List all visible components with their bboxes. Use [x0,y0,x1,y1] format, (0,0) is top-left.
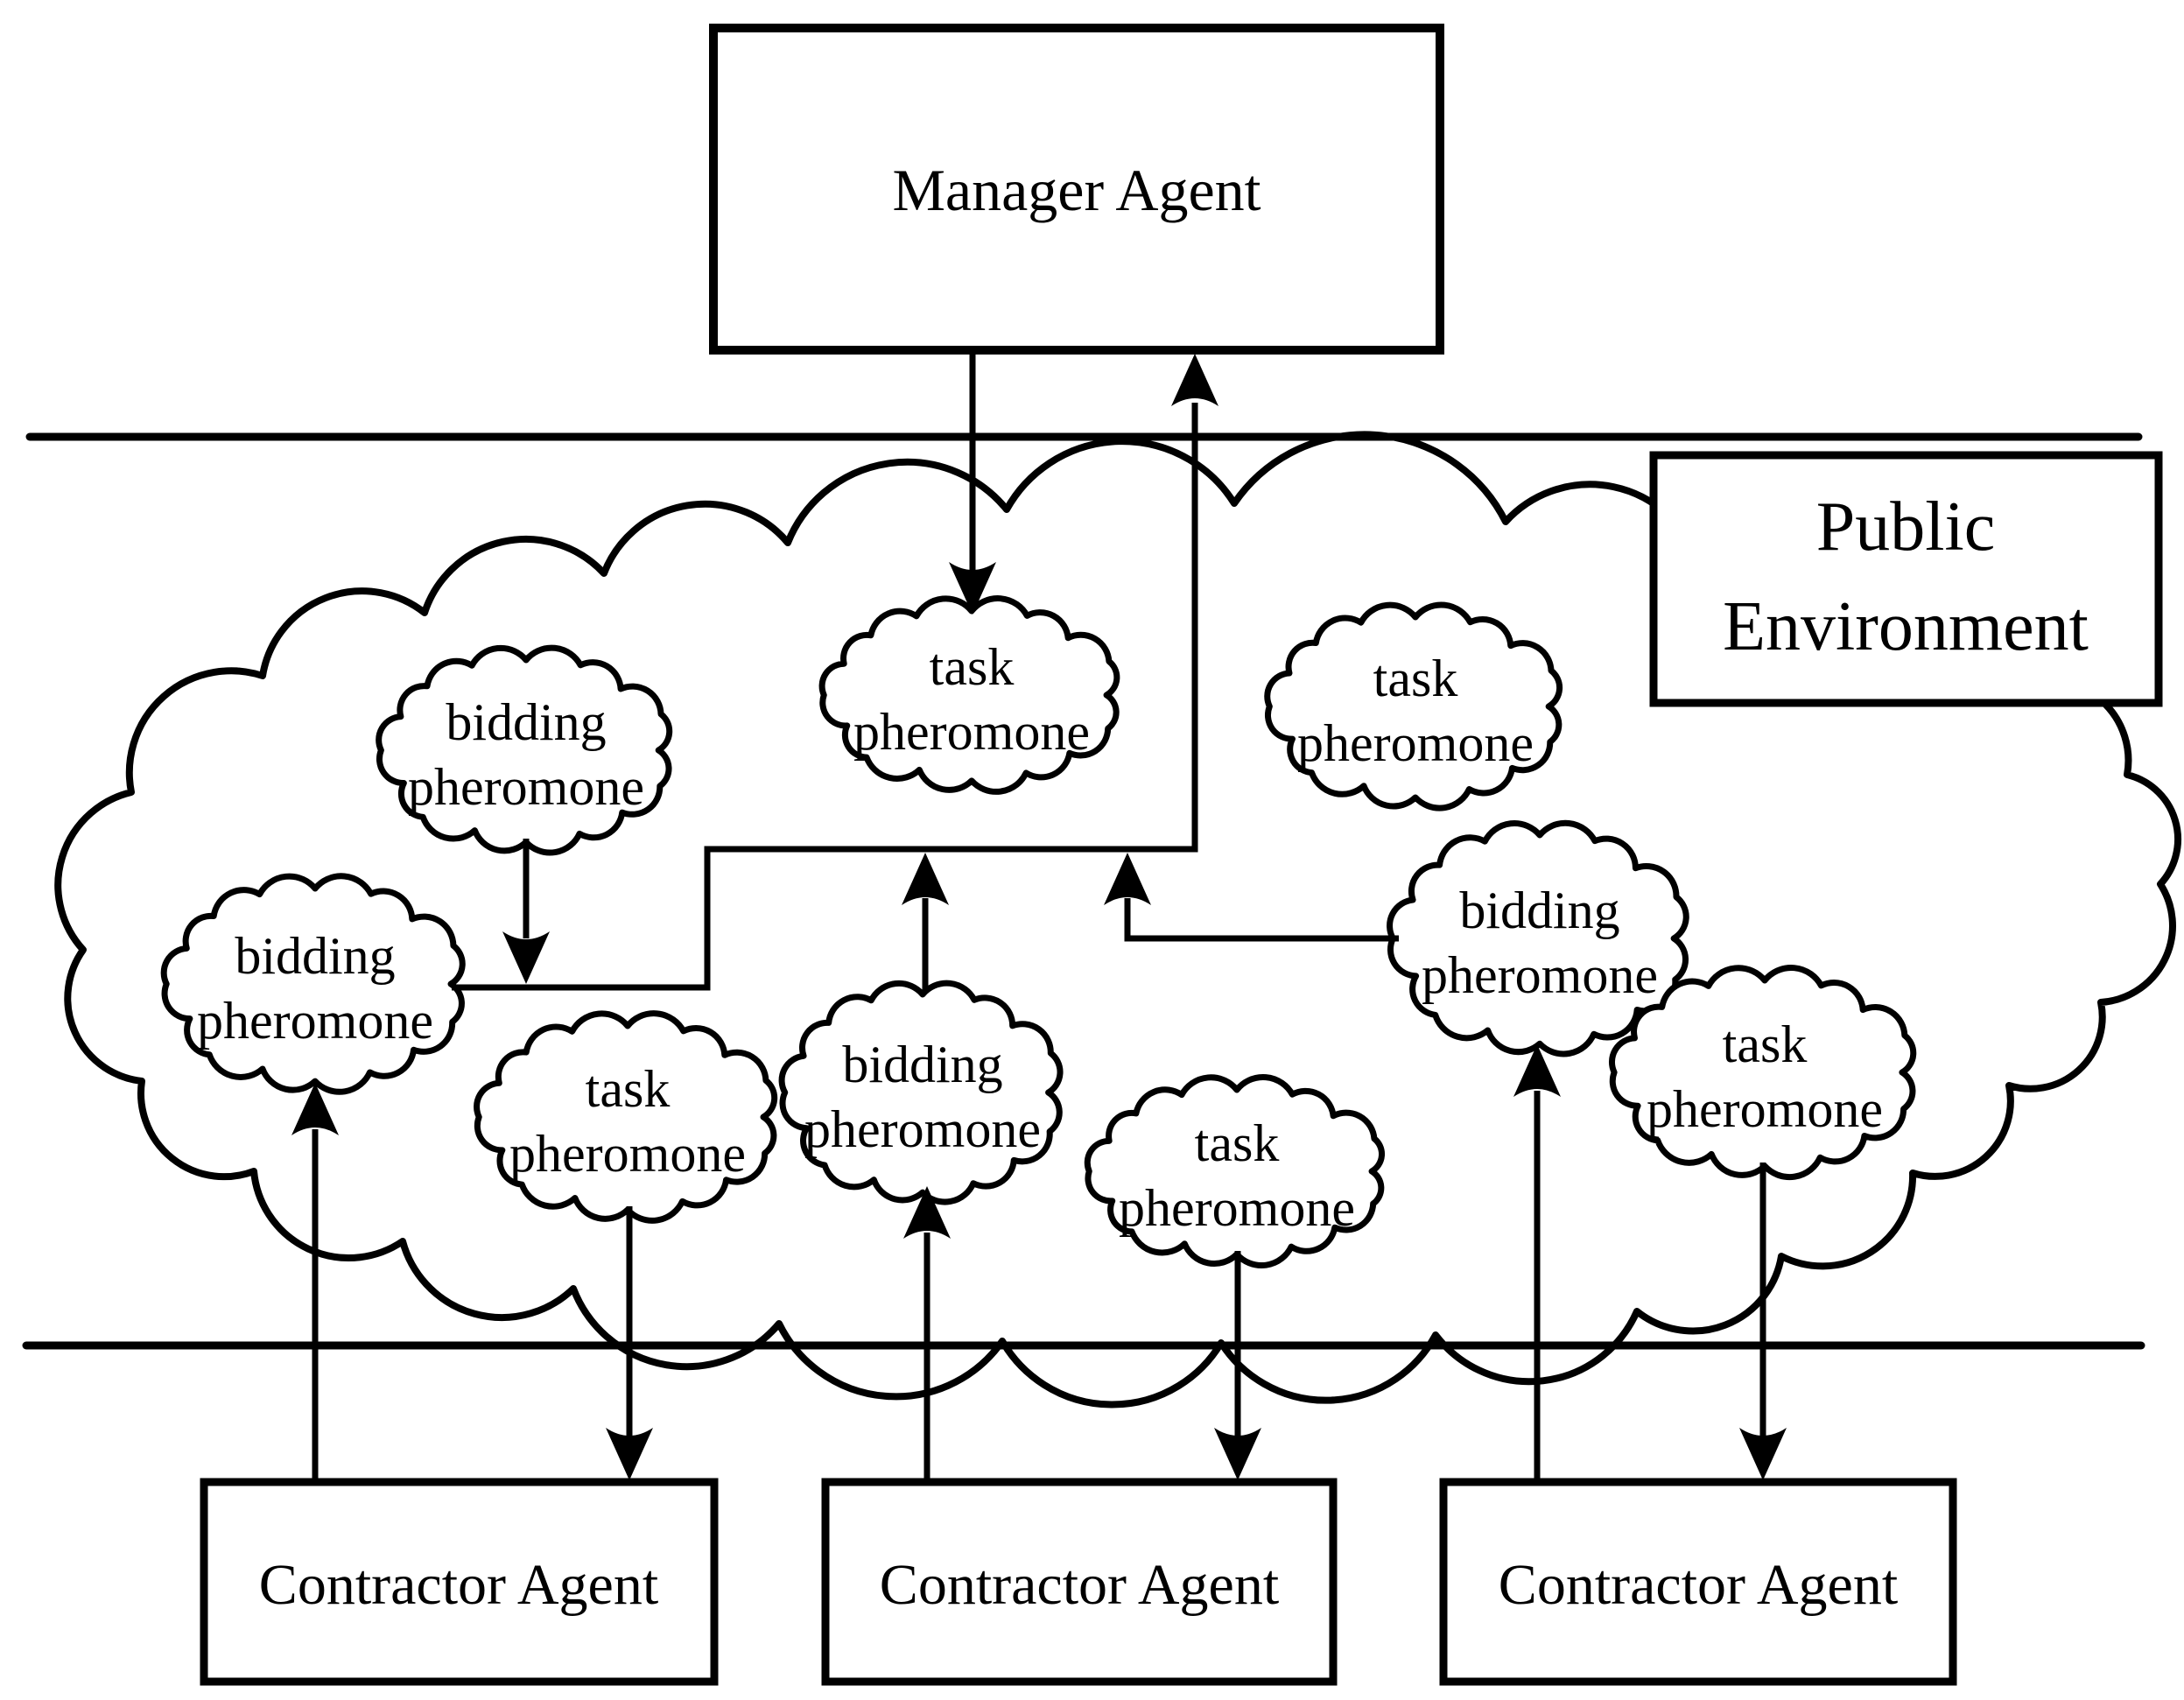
contractor-agent-box-1 [200,1478,719,1686]
bubble-task-pheromone-far-right: task pheromone [1608,965,1917,1181]
arrow-right-bidding-to-path [1104,853,1399,942]
bubble-bidding-pheromone-upper-left: bidding pheromone [376,644,673,856]
bubble-label-line2: pheromone [197,992,433,1050]
bubble-cloud-icon [1264,601,1563,811]
bubble-cloud-icon [778,980,1064,1205]
bubble-cloud-icon [818,595,1120,795]
arrowhead-up-icon [1104,853,1151,905]
bubble-label-line1: bidding [842,1036,1002,1093]
arrow-farright-task-to-contractor3 [1739,1163,1787,1480]
arrowhead-down-icon [1739,1428,1787,1480]
arrowhead-down-icon [1214,1428,1261,1480]
arrowhead-up-icon [1171,354,1218,406]
bubble-label-line2: pheromone [509,1125,746,1183]
bubble-bidding-pheromone-right: bidding pheromone [1387,819,1689,1057]
bubble-label-line1: bidding [235,927,395,985]
bubble-label-line1: task [1195,1114,1280,1172]
bubble-label-line2: pheromone [408,758,644,816]
arrowhead-up-icon [291,1083,339,1135]
bubble-bidding-pheromone-left: bidding pheromone [160,873,466,1095]
bubble-task-pheromone-center-right: task pheromone [1084,1073,1385,1268]
bubble-task-pheromone-top-center: task pheromone [818,595,1120,795]
bubble-bidding-pheromone-center: bidding pheromone [778,980,1064,1205]
public-environment-label-line2: Environment [1723,588,2089,665]
bubble-label-line2: pheromone [1647,1080,1883,1138]
arrow-manager-to-task-pheromone [949,352,996,615]
bubble-label-line1: bidding [446,693,606,751]
arrowhead-down-icon [502,931,550,984]
bubble-cloud-icon [1387,819,1689,1057]
bubble-label-line2: pheromone [853,703,1090,761]
arrowhead-up-icon [903,1186,951,1239]
bubble-label-line1: bidding [1459,882,1619,939]
public-environment-label-line1: Public [1816,488,1995,565]
bubble-task-pheromone-top-right: task pheromone [1264,601,1563,811]
bubble-cloud-icon [160,873,466,1095]
manager-agent-label: Manager Agent [892,157,1261,223]
arrow-contractor2-to-center-bidding [903,1186,951,1480]
contractor-agent-label-3: Contractor Agent [1499,1553,1898,1617]
bubble-label-line1: task [1373,650,1458,707]
bubble-label-line1: task [586,1060,671,1118]
arrow-center-bidding-to-path [902,853,949,993]
arrowhead-down-icon [949,562,996,615]
arrow-contractor3-to-right-bidding [1513,1044,1561,1480]
arrow-contractor1-to-left-bidding [291,1083,339,1480]
contractor-agent-label-1: Contractor Agent [259,1553,658,1617]
bubble-label-line2: pheromone [1119,1179,1355,1237]
bubble-label-line1: task [1723,1015,1808,1073]
arrow-left-task-to-contractor1 [606,1206,653,1480]
bubble-label-line2: pheromone [1422,946,1658,1004]
manager-agent-box [709,24,1444,355]
contractor-agent-box-2 [821,1478,1338,1686]
arrowhead-up-icon [1513,1044,1561,1097]
bubble-label-line1: task [930,638,1015,696]
arrow-bidding-path-to-manager [452,354,1218,991]
contractor-agent-label-2: Contractor Agent [880,1553,1279,1617]
arrow-upperleft-bidding-to-path [502,839,550,984]
arrowhead-down-icon [606,1428,653,1480]
arrowhead-up-icon [902,853,949,905]
public-environment-box [1649,451,2163,707]
bubble-label-line2: pheromone [1297,714,1534,772]
bubble-label-line2: pheromone [804,1100,1041,1158]
bubble-task-pheromone-left: task pheromone [474,1010,778,1224]
arrow-centerright-task-to-contractor2 [1214,1251,1261,1480]
contractor-agent-box-3 [1439,1478,1957,1686]
